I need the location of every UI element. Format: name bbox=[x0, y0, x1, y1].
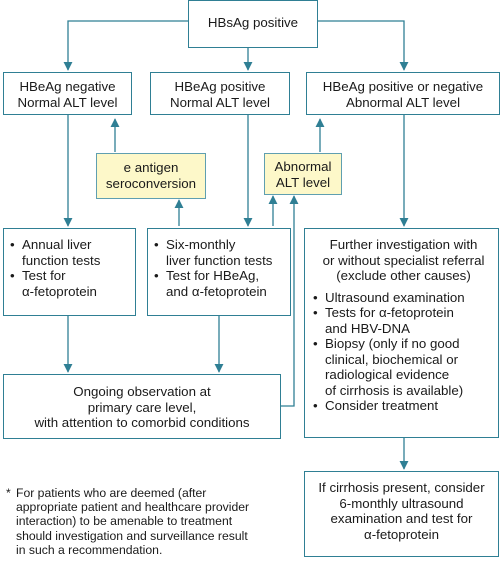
cirrhosis-line: 6-monthly ultrasound bbox=[339, 495, 464, 511]
abnormal-alt-line: ALT level bbox=[275, 174, 331, 190]
further-investigation-box: Further investigation with or without sp… bbox=[304, 228, 499, 438]
annual-tests-list: Annual liver function tests Test for α-f… bbox=[10, 237, 131, 299]
footnote-line: should investigation and surveillance re… bbox=[16, 528, 248, 543]
observation-line: primary care level, bbox=[87, 399, 197, 415]
arrow-observation-to-abnormal-alt bbox=[281, 195, 299, 407]
hbsag-positive-box: HBsAg positive bbox=[188, 0, 318, 48]
arrow-top-to-abnormal bbox=[318, 20, 409, 71]
footnote-line: in such a recommendation. bbox=[16, 542, 163, 557]
hbsag-positive-label: HBsAg positive bbox=[207, 15, 299, 30]
six-monthly-tests-list: Six-monthly liver function tests Test fo… bbox=[154, 237, 288, 299]
investigation-list: Ultrasound examination Tests for α-fetop… bbox=[313, 290, 494, 414]
status-line: Normal ALT level bbox=[169, 94, 270, 110]
cirrhosis-line: α-fetoprotein bbox=[364, 526, 439, 542]
status-line: Abnormal ALT level bbox=[345, 94, 461, 110]
list-item: Test for HBeAg, and α-fetoprotein bbox=[154, 268, 288, 299]
footnote-line: interaction) to be amenable to treatment bbox=[16, 514, 233, 529]
ongoing-observation-box: Ongoing observation at primary care leve… bbox=[3, 374, 281, 439]
cirrhosis-box: If cirrhosis present, consider 6-monthly… bbox=[304, 471, 499, 557]
status-line: Normal ALT level bbox=[17, 94, 118, 110]
status-line: HBeAg positive or negative bbox=[322, 79, 484, 94]
abnormal-alt-line: Abnormal bbox=[274, 159, 332, 174]
footnote-line: appropriate patient and healthcare provi… bbox=[16, 500, 250, 515]
abnormal-alt-box: Abnormal ALT level bbox=[264, 153, 342, 195]
status-box-positive-normal: HBeAg positive Normal ALT level bbox=[150, 72, 290, 115]
observation-line: Ongoing observation at bbox=[73, 384, 211, 399]
six-monthly-tests-box: Six-monthly liver function tests Test fo… bbox=[147, 228, 291, 316]
annual-tests-box: Annual liver function tests Test for α-f… bbox=[3, 228, 136, 316]
list-item: Ultrasound examination bbox=[313, 290, 494, 306]
status-line: HBeAg positive bbox=[174, 79, 266, 94]
investigation-intro: Further investigation with or without sp… bbox=[322, 237, 485, 283]
list-item: Six-monthly liver function tests bbox=[154, 237, 288, 268]
arrow-top-to-negative bbox=[63, 20, 188, 71]
status-box-negative-normal: HBeAg negative Normal ALT level bbox=[3, 72, 132, 115]
seroconversion-line: e antigen bbox=[123, 160, 179, 175]
observation-line: with attention to comorbid conditions bbox=[34, 415, 250, 430]
list-item: Annual liver function tests bbox=[10, 237, 131, 268]
footnote: * For patients who are deemed (after app… bbox=[6, 486, 306, 557]
status-box-abnormal: HBeAg positive or negative Abnormal ALT … bbox=[306, 72, 500, 115]
footnote-line: For patients who are deemed (after bbox=[16, 486, 207, 500]
list-item: Tests for α-fetoprotein and HBV-DNA bbox=[313, 305, 494, 336]
list-item: Consider treatment bbox=[313, 398, 494, 414]
seroconversion-box: e antigen seroconversion bbox=[96, 153, 206, 199]
list-item: Biopsy (only if no good clinical, bioche… bbox=[313, 336, 494, 398]
status-line: HBeAg negative bbox=[19, 79, 116, 94]
cirrhosis-line: If cirrhosis present, consider bbox=[318, 480, 485, 495]
footnote-marker: * bbox=[6, 486, 11, 500]
seroconversion-line: seroconversion bbox=[105, 175, 197, 191]
cirrhosis-line: examination and test for bbox=[330, 511, 473, 526]
list-item: Test for α-fetoprotein bbox=[10, 268, 131, 299]
